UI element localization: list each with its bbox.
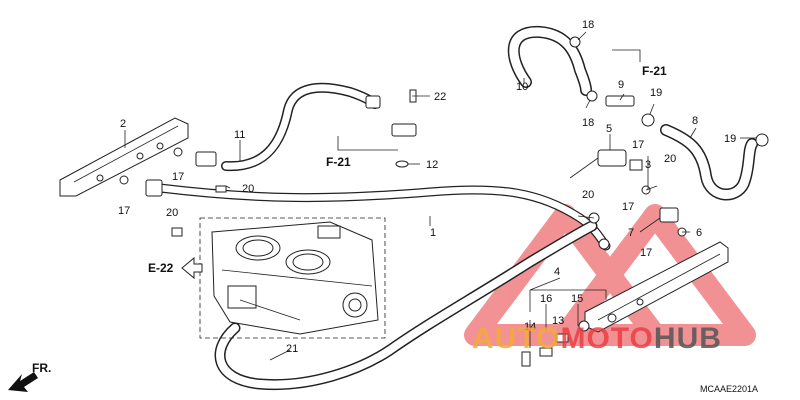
- callout-4: 4: [554, 266, 560, 278]
- callout-15: 15: [571, 293, 583, 305]
- watermark-text: AUTOMOTOHUB: [472, 322, 722, 355]
- front-arrow-icon: [8, 372, 38, 392]
- fittings: [119, 36, 769, 367]
- callout-11: 11: [234, 129, 245, 141]
- callout-19b: 19: [724, 133, 736, 145]
- hose-11: [221, 82, 380, 172]
- e22-arrow-icon: [181, 256, 203, 280]
- callout-17d: 17: [622, 201, 634, 213]
- callout-20c: 20: [582, 189, 594, 201]
- watermark-hub: HUB: [654, 322, 722, 355]
- callout-13: 13: [552, 315, 564, 327]
- callout-18b: 18: [582, 117, 594, 129]
- callout-17b: 17: [118, 205, 130, 217]
- ref-fr: FR.: [32, 361, 51, 375]
- callout-16: 16: [540, 293, 552, 305]
- callout-5: 5: [606, 123, 612, 135]
- callout-2: 2: [120, 118, 126, 130]
- diagram-code: MCAAE2201A: [700, 384, 758, 394]
- hose-10: [507, 25, 592, 96]
- callout-10: 10: [516, 81, 528, 93]
- callout-6: 6: [696, 227, 702, 239]
- watermark-moto: MOTO: [560, 322, 653, 355]
- callout-1: 1: [430, 227, 436, 239]
- callout-8: 8: [692, 115, 698, 127]
- callout-20b: 20: [166, 207, 178, 219]
- ref-f21-top: F-21: [642, 64, 667, 78]
- callout-9: 9: [618, 79, 624, 91]
- callout-22: 22: [434, 91, 446, 103]
- callout-18a: 18: [582, 19, 594, 31]
- watermark-auto: AUTO: [472, 322, 560, 355]
- callout-7: 7: [628, 227, 634, 239]
- callout-20a: 20: [242, 183, 254, 195]
- fuel-rail-2: [59, 117, 189, 197]
- callout-20d: 20: [664, 153, 676, 165]
- ref-e22: E-22: [148, 261, 174, 275]
- callout-14: 14: [524, 321, 536, 333]
- callout-21: 21: [286, 343, 298, 355]
- callout-17a: 17: [172, 171, 184, 183]
- throttle-body: [199, 217, 386, 339]
- callout-17e: 17: [640, 247, 652, 259]
- callout-12: 12: [426, 159, 438, 171]
- ref-f21-mid: F-21: [326, 155, 351, 169]
- callout-labels: 1 2 3 4 5 6 7 8 9 10 11 12 13 14 15 16 1…: [118, 19, 736, 355]
- leader-lines: [124, 31, 756, 361]
- hose-21: [214, 220, 598, 391]
- callout-3: 3: [645, 159, 651, 171]
- hose-8: [660, 124, 758, 201]
- reference-labels: F-21 F-21 E-22 FR.: [32, 64, 667, 375]
- callout-19a: 19: [650, 87, 662, 99]
- callout-17c: 17: [632, 139, 644, 151]
